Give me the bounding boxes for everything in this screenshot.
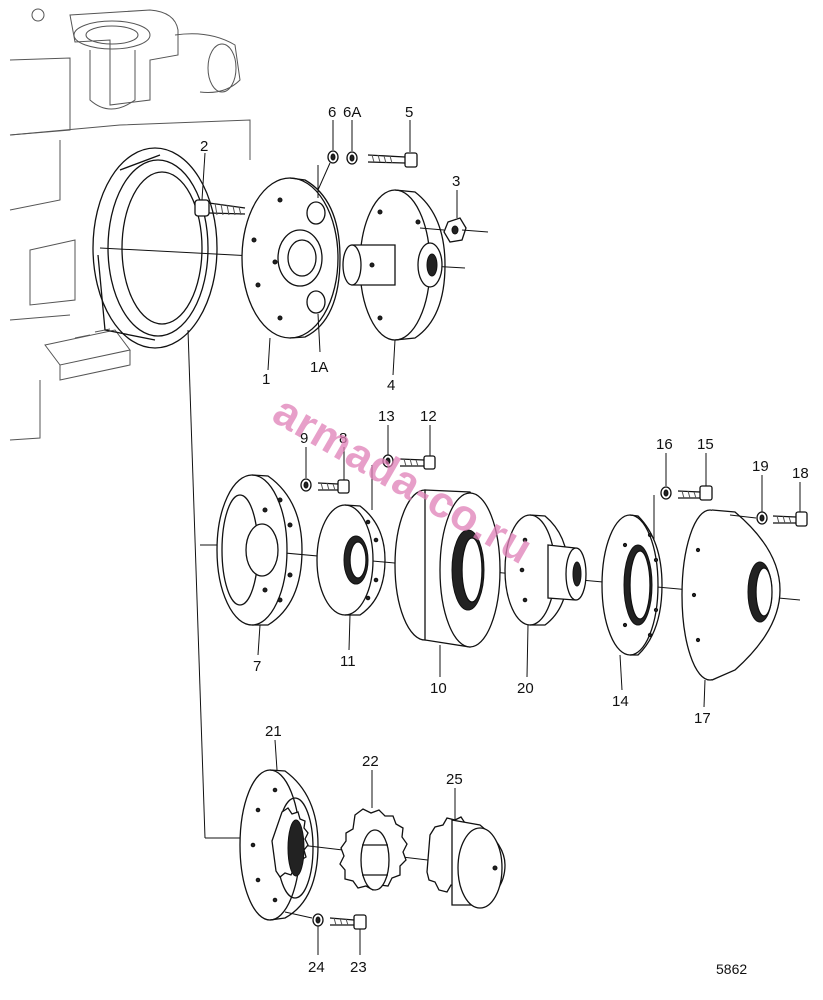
figure-number: 5862 bbox=[716, 961, 747, 977]
part-16-washer bbox=[660, 486, 672, 500]
label-part-11: 11 bbox=[340, 653, 356, 670]
label-part-4: 4 bbox=[387, 377, 395, 394]
part-2-bolt bbox=[194, 199, 246, 217]
part-13-washer bbox=[382, 454, 394, 468]
part-22-spider bbox=[339, 808, 408, 891]
part-6A-washer bbox=[346, 151, 358, 165]
part-3-nut bbox=[419, 217, 489, 243]
label-part-6: 6 bbox=[328, 104, 336, 121]
label-part-7: 7 bbox=[253, 658, 261, 675]
label-part-16: 16 bbox=[656, 436, 673, 453]
label-part-9: 9 bbox=[300, 430, 308, 447]
label-part-25: 25 bbox=[446, 771, 463, 788]
part-20-hub bbox=[504, 514, 587, 626]
part-21-toothed-flange bbox=[239, 769, 319, 921]
label-part-3: 3 bbox=[452, 173, 460, 190]
part-15-bolt bbox=[677, 485, 713, 501]
part-1-flange bbox=[241, 165, 341, 339]
label-part-19: 19 bbox=[752, 458, 769, 475]
label-part-12: 12 bbox=[420, 408, 437, 425]
part-11-ring bbox=[316, 504, 386, 616]
label-part-8: 8 bbox=[339, 430, 347, 447]
label-part-18: 18 bbox=[792, 465, 809, 482]
part-10-drum bbox=[394, 489, 501, 648]
label-part-20: 20 bbox=[517, 680, 534, 697]
label-part-24: 24 bbox=[308, 959, 325, 976]
part-24-washer bbox=[312, 913, 324, 927]
part-8-bolt bbox=[317, 479, 350, 494]
part-7-flange bbox=[216, 474, 303, 626]
label-part-17: 17 bbox=[694, 710, 711, 727]
part-18-bolt bbox=[772, 511, 808, 527]
part-19-washer bbox=[756, 511, 768, 525]
label-part-10: 10 bbox=[430, 680, 447, 697]
part-25-hub bbox=[426, 816, 506, 909]
label-part-6A: 6A bbox=[343, 104, 361, 121]
part-4-coupling-hub bbox=[342, 189, 446, 341]
label-part-14: 14 bbox=[612, 693, 629, 710]
label-part-21: 21 bbox=[265, 723, 282, 740]
part-labels: 2 6 6A 5 3 1 1A 4 13 12 9 8 16 15 19 18 … bbox=[200, 104, 809, 976]
part-6-washer bbox=[327, 150, 339, 164]
leader-lines bbox=[201, 120, 801, 955]
label-part-22: 22 bbox=[362, 753, 379, 770]
label-part-1A: 1A bbox=[310, 359, 328, 376]
label-part-15: 15 bbox=[697, 436, 714, 453]
label-part-1: 1 bbox=[262, 371, 270, 388]
part-9-washer bbox=[300, 478, 312, 492]
label-part-5: 5 bbox=[405, 104, 413, 121]
label-part-13: 13 bbox=[378, 408, 395, 425]
part-23-bolt bbox=[329, 914, 367, 930]
engine-block bbox=[9, 8, 251, 441]
part-14-plate bbox=[601, 514, 663, 656]
part-5-bolt bbox=[367, 152, 418, 168]
label-part-2: 2 bbox=[200, 138, 208, 155]
label-part-23: 23 bbox=[350, 959, 367, 976]
part-17-cone-cover bbox=[681, 509, 781, 681]
